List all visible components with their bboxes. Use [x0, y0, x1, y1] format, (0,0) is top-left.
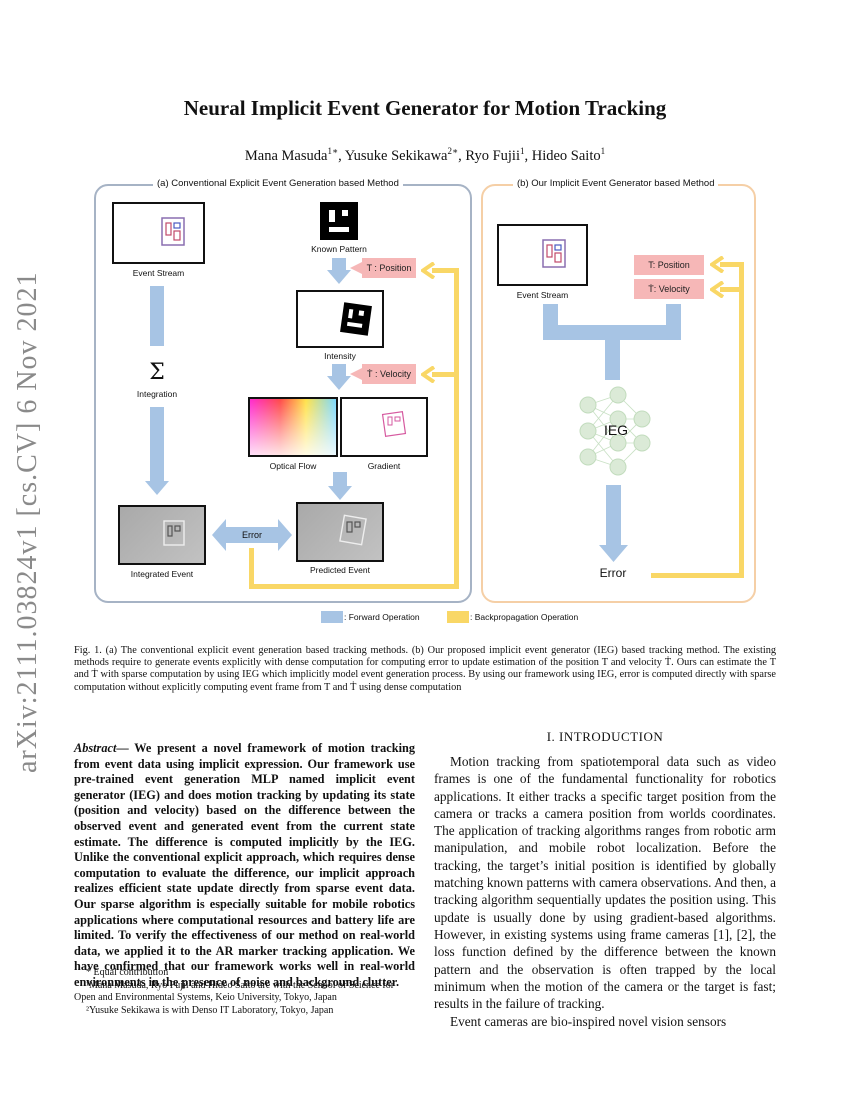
param-pointer-icon	[350, 368, 362, 380]
paragraph: Event cameras are bio-inspired novel vis…	[450, 1014, 727, 1030]
sigma-symbol: Σ	[149, 360, 165, 385]
author-mark: 1∗	[327, 146, 339, 156]
gradient-pattern-icon	[381, 411, 407, 437]
predicted-event-label: Predicted Event	[309, 565, 370, 575]
forward-arrow-head	[145, 481, 169, 495]
integration-label: Integration	[136, 389, 178, 399]
legend-forward-label: : Forward Operation	[344, 612, 420, 622]
backprop-line	[739, 262, 744, 578]
forward-arrow-shaft	[606, 485, 621, 549]
panel-b-title: (b) Our Implicit Event Generator based M…	[513, 178, 719, 189]
author-mark: 1	[519, 146, 525, 156]
backprop-line	[432, 268, 459, 273]
legend-backprop-swatch	[447, 611, 469, 623]
paragraph: Motion tracking from spatiotemporal data…	[434, 754, 776, 1012]
backprop-arrow-head	[421, 366, 435, 383]
footnote: ²Yusuke Sekikawa is with Denso IT Labora…	[86, 1004, 334, 1016]
backprop-line	[720, 262, 744, 267]
backprop-arrow-head	[421, 262, 435, 279]
forward-arrow-head	[327, 376, 351, 390]
velocity-param: Ṫ : Velocity	[362, 364, 416, 384]
figure-caption: Fig. 1. (a) The conventional explicit ev…	[74, 645, 776, 693]
backprop-line	[720, 287, 744, 292]
optical-flow-image	[248, 397, 338, 457]
optical-flow-label: Optical Flow	[269, 461, 317, 471]
integrated-event-image	[118, 505, 206, 565]
footnote: ¹Mana Masuda, Ryo Fujii and Hideo Saito …	[74, 979, 395, 1004]
backprop-line	[454, 268, 459, 589]
gradient-label: Gradient	[367, 461, 401, 471]
integrated-event-label: Integrated Event	[130, 569, 194, 579]
forward-arrow-shaft	[150, 286, 164, 346]
intro-body: Motion tracking from spatiotemporal data…	[434, 753, 776, 1031]
event-stream-label-b: Event Stream	[516, 290, 569, 300]
abstract-text: — We present a novel framework of motion…	[74, 741, 415, 989]
author-mark: 1	[600, 146, 606, 156]
intensity-image	[296, 290, 384, 348]
forward-arrow-shaft	[333, 472, 347, 488]
author-name: Mana Masuda	[244, 147, 328, 164]
error-double-arrow	[212, 519, 292, 551]
author-name: Yusuke Sekikawa	[344, 147, 448, 164]
event-pattern-icon	[542, 239, 566, 268]
footnote: * Equal contribution	[86, 967, 169, 978]
event-pattern-icon	[163, 520, 185, 546]
paper-title: Neural Implicit Event Generator for Moti…	[183, 96, 667, 120]
backprop-arrow-head	[710, 256, 724, 273]
event-pattern-icon	[339, 514, 367, 546]
param-pointer-icon	[350, 262, 362, 274]
abstract-label: Abstract	[74, 741, 117, 755]
known-pattern-label: Known Pattern	[311, 244, 367, 254]
event-pattern-icon	[161, 217, 185, 246]
panel-a-title: (a) Conventional Explicit Event Generati…	[153, 178, 403, 189]
section-heading: I. INTRODUCTION	[546, 729, 664, 744]
known-pattern-image	[320, 202, 358, 240]
legend-backprop-label: : Backpropagation Operation	[470, 612, 579, 622]
predicted-event-image	[296, 502, 384, 562]
backprop-line	[249, 548, 254, 588]
backprop-line	[651, 573, 744, 578]
arxiv-stamp: arXiv:2111.03824v1 [cs.CV] 6 Nov 2021	[12, 271, 43, 773]
forward-arrow-head	[328, 486, 352, 500]
author-mark: 2∗	[447, 146, 459, 156]
backprop-line	[432, 372, 459, 377]
backprop-arrow-head	[710, 281, 724, 298]
ieg-network-icon	[579, 386, 651, 476]
legend-forward-swatch	[321, 611, 343, 623]
position-param: T : Position	[362, 258, 416, 278]
error-label-a: Error	[242, 530, 262, 540]
author-name: Hideo Saito	[531, 147, 601, 164]
position-param-b: T: Position	[634, 255, 704, 275]
forward-arrow-shaft	[332, 364, 346, 378]
backprop-line	[249, 584, 459, 589]
event-stream-image	[112, 202, 205, 264]
forward-merge-line	[605, 325, 620, 380]
forward-arrow-head	[327, 270, 351, 284]
velocity-param-b: Ṫ: Velocity	[634, 279, 704, 299]
event-stream-image-b	[497, 224, 588, 286]
forward-arrow-head	[599, 545, 628, 562]
author-name: Ryo Fujii	[465, 147, 520, 164]
gradient-image	[340, 397, 428, 457]
ieg-label: IEG	[603, 422, 629, 438]
abstract: Abstract— We present a novel framework o…	[74, 741, 415, 991]
forward-arrow-shaft	[150, 407, 164, 483]
intensity-label: Intensity	[324, 351, 356, 361]
author-list: Mana Masuda1∗, Yusuke Sekikawa2∗, Ryo Fu…	[244, 146, 606, 164]
event-stream-label: Event Stream	[132, 268, 185, 278]
error-label-b: Error	[599, 566, 627, 580]
forward-arrow-shaft	[332, 258, 346, 272]
footnotes: * Equal contribution ¹Mana Masuda, Ryo F…	[74, 967, 415, 1017]
